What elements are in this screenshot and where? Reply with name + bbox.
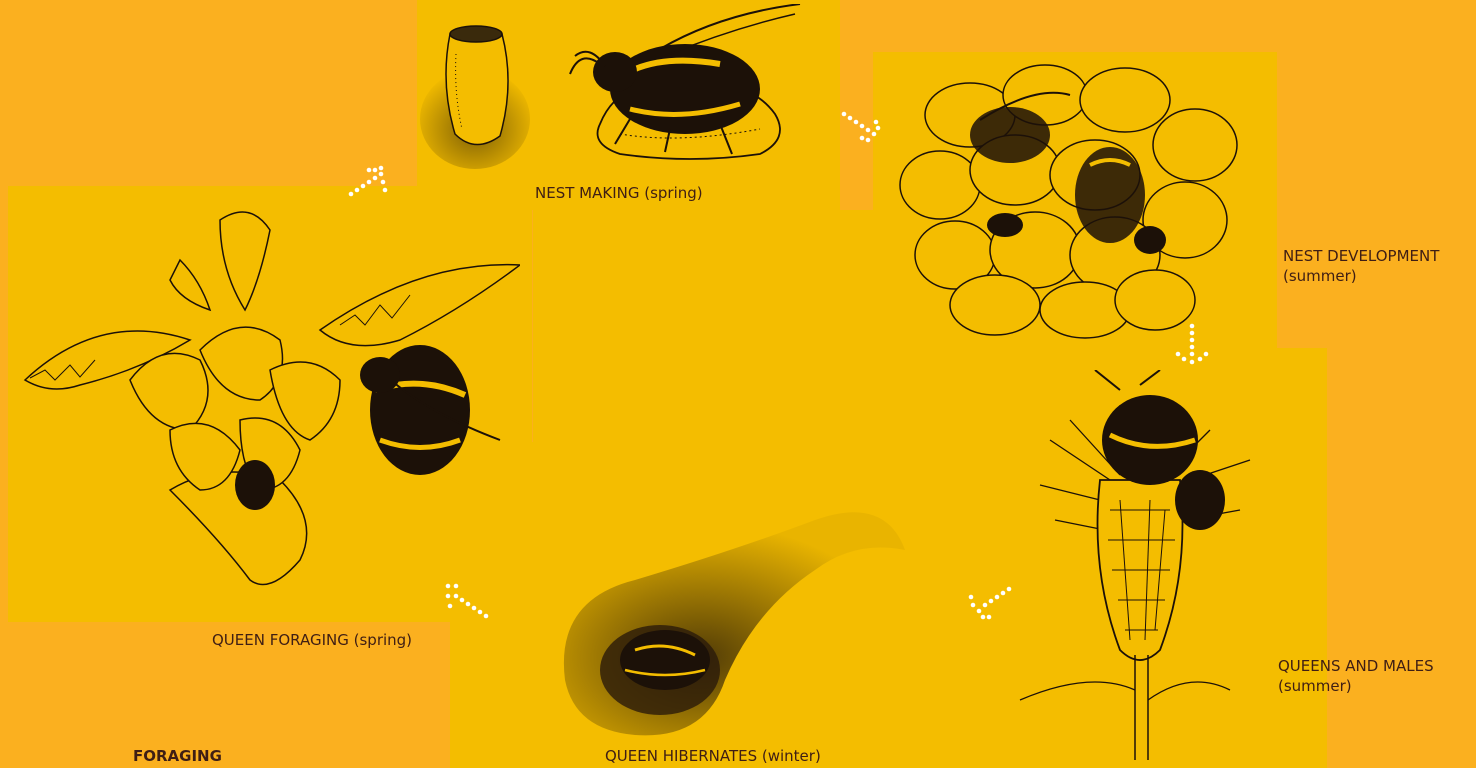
section-heading: FORAGING bbox=[133, 746, 222, 766]
dotted-arrow-icon bbox=[838, 108, 888, 148]
queen-foraging-label: QUEEN FORAGING (spring) bbox=[212, 630, 412, 650]
queen-hibernates-label: QUEEN HIBERNATES (winter) bbox=[605, 746, 821, 766]
dotted-arrow-icon bbox=[442, 582, 492, 622]
bee-on-thistle-illustration bbox=[1010, 370, 1275, 760]
dotted-arrow-icon bbox=[1172, 322, 1212, 374]
bee-on-flower-illustration bbox=[20, 200, 520, 605]
queens-and-males-label: QUEENS AND MALES (summer) bbox=[1278, 656, 1434, 696]
nest-development-title: NEST DEVELOPMENT bbox=[1283, 247, 1439, 265]
dotted-arrow-icon bbox=[345, 160, 395, 200]
bee-nest-illustration bbox=[420, 4, 840, 184]
queens-and-males-title: QUEENS AND MALES bbox=[1278, 657, 1434, 675]
nest-development-label: NEST DEVELOPMENT (summer) bbox=[1283, 246, 1439, 286]
nest-development-season: (summer) bbox=[1283, 267, 1357, 285]
dotted-arrow-icon bbox=[965, 585, 1015, 625]
hibernation-burrow-illustration bbox=[555, 480, 935, 745]
nest-making-label: NEST MAKING (spring) bbox=[535, 183, 703, 203]
queens-and-males-season: (summer) bbox=[1278, 677, 1352, 695]
brood-cells-illustration bbox=[895, 55, 1255, 340]
